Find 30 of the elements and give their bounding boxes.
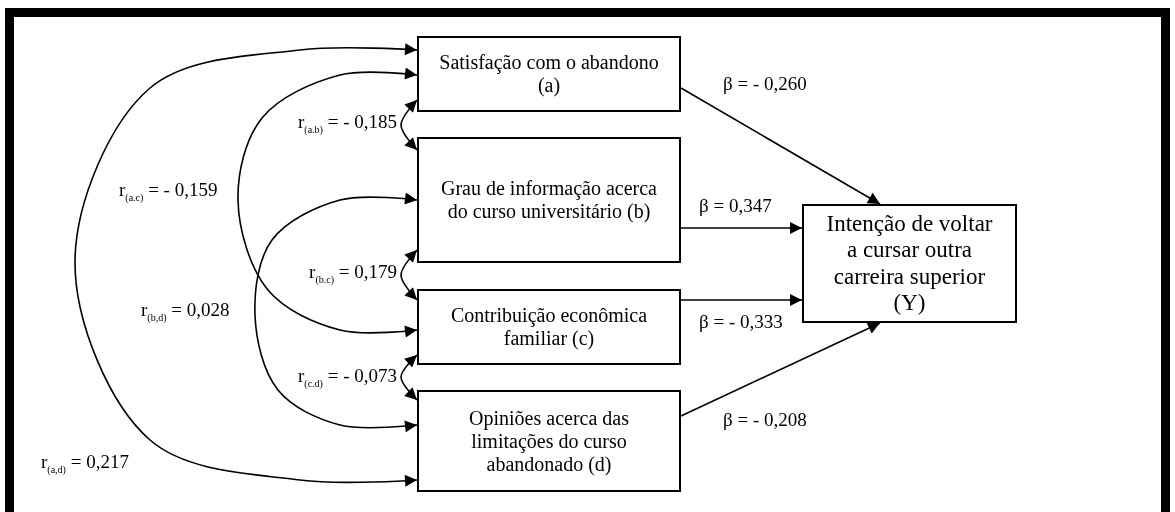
correlation-arrow bbox=[400, 99, 418, 151]
correlation-arrow bbox=[400, 249, 418, 301]
arrow bbox=[680, 294, 803, 306]
variable-box bbox=[417, 289, 681, 365]
arrow bbox=[680, 87, 881, 205]
edge-label: r$_{(c.d)}$ = - 0,073 bbox=[297, 366, 398, 389]
box-label: Grau de informação acerca do curso universitário (b) bbox=[440, 177, 658, 223]
box-label: Contribuição econômica familiar (c) bbox=[449, 304, 648, 350]
box-label: Intenção de voltar a cursar outra carreira superior (Y) bbox=[825, 210, 994, 317]
edge-label: β = - 0,208 bbox=[722, 410, 808, 431]
edge-label: β = - 0,260 bbox=[722, 74, 808, 95]
correlation-arrow bbox=[400, 354, 418, 401]
arrow bbox=[680, 322, 881, 417]
variable-box bbox=[802, 204, 1017, 323]
edge-label: r$_{(a.c)}$ = - 0,159 bbox=[118, 180, 219, 203]
correlation-arrow bbox=[254, 192, 418, 433]
edge-label: β = 0,347 bbox=[698, 196, 773, 217]
box-label: Opiniões acerca das limitações do curso abandonado (d) bbox=[468, 406, 630, 476]
edge-label: r$_{(a,d)}$ = 0,217 bbox=[40, 452, 130, 475]
variable-box bbox=[417, 390, 681, 492]
edge-label: r$_{(a.b)}$ = - 0,185 bbox=[297, 112, 398, 135]
correlation-arrow bbox=[74, 43, 418, 487]
edge-label: r$_{(b,d)}$ = 0,028 bbox=[140, 300, 231, 323]
edge-label: β = - 0,333 bbox=[698, 312, 784, 333]
box-label: Satisfação com o abandono (a) bbox=[439, 51, 659, 97]
arrow bbox=[680, 222, 803, 234]
variable-box bbox=[417, 36, 681, 112]
variable-box bbox=[417, 137, 681, 263]
correlation-arrow bbox=[237, 67, 418, 338]
edge-label: r$_{(b.c)}$ = 0,179 bbox=[308, 262, 398, 285]
